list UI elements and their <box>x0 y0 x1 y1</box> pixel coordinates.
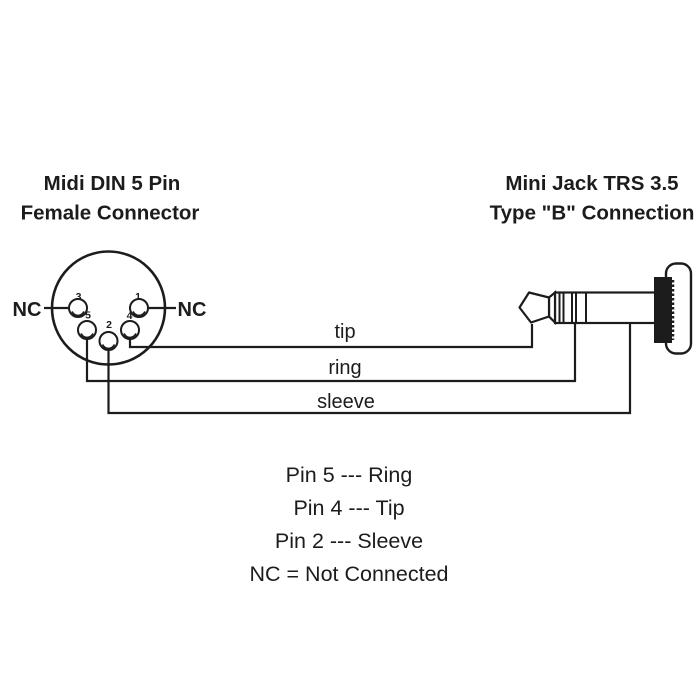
pin-1-number: 1 <box>135 291 141 303</box>
pin-3-socket-notch <box>71 311 85 317</box>
pin-3-number: 3 <box>76 291 82 303</box>
nc-label-left: NC <box>13 299 42 321</box>
legend-row-pin4: Pin 4 --- Tip <box>293 496 404 520</box>
pin-5-number: 5 <box>85 310 91 322</box>
pin-2-socket-notch <box>101 344 116 350</box>
pin-1-socket-notch <box>132 311 146 317</box>
right-title-line2: Type "B" Connection <box>490 202 695 225</box>
pin-2-number: 2 <box>106 319 112 331</box>
legend-row-nc: NC = Not Connected <box>250 562 449 586</box>
wire-ring-path <box>85 324 577 383</box>
left-title-line2: Female Connector <box>21 202 200 225</box>
wire-sleeve-label: sleeve <box>317 391 375 413</box>
pin-5-socket-notch <box>80 333 94 339</box>
pin-4-socket-notch <box>123 333 137 339</box>
trs-tip <box>518 291 551 324</box>
nc-label-right: NC <box>178 299 207 321</box>
wire-ring-label: ring <box>328 357 361 379</box>
pin-4-number: 4 <box>127 310 133 322</box>
left-title-line1: Midi DIN 5 Pin <box>44 172 181 195</box>
pin-2 <box>98 331 119 351</box>
legend-row-pin2: Pin 2 --- Sleeve <box>275 529 423 553</box>
wire-sleeve-path <box>107 324 632 415</box>
legend-row-pin5: Pin 5 --- Ring <box>286 463 413 487</box>
wire-tip-path <box>128 324 534 349</box>
wire-tip-label: tip <box>334 321 355 343</box>
trs-barrel <box>553 291 658 325</box>
trs-knurled-collar <box>654 277 672 343</box>
pin-5 <box>77 320 97 340</box>
pin-4 <box>120 320 140 340</box>
right-title-line1: Mini Jack TRS 3.5 <box>505 172 678 195</box>
